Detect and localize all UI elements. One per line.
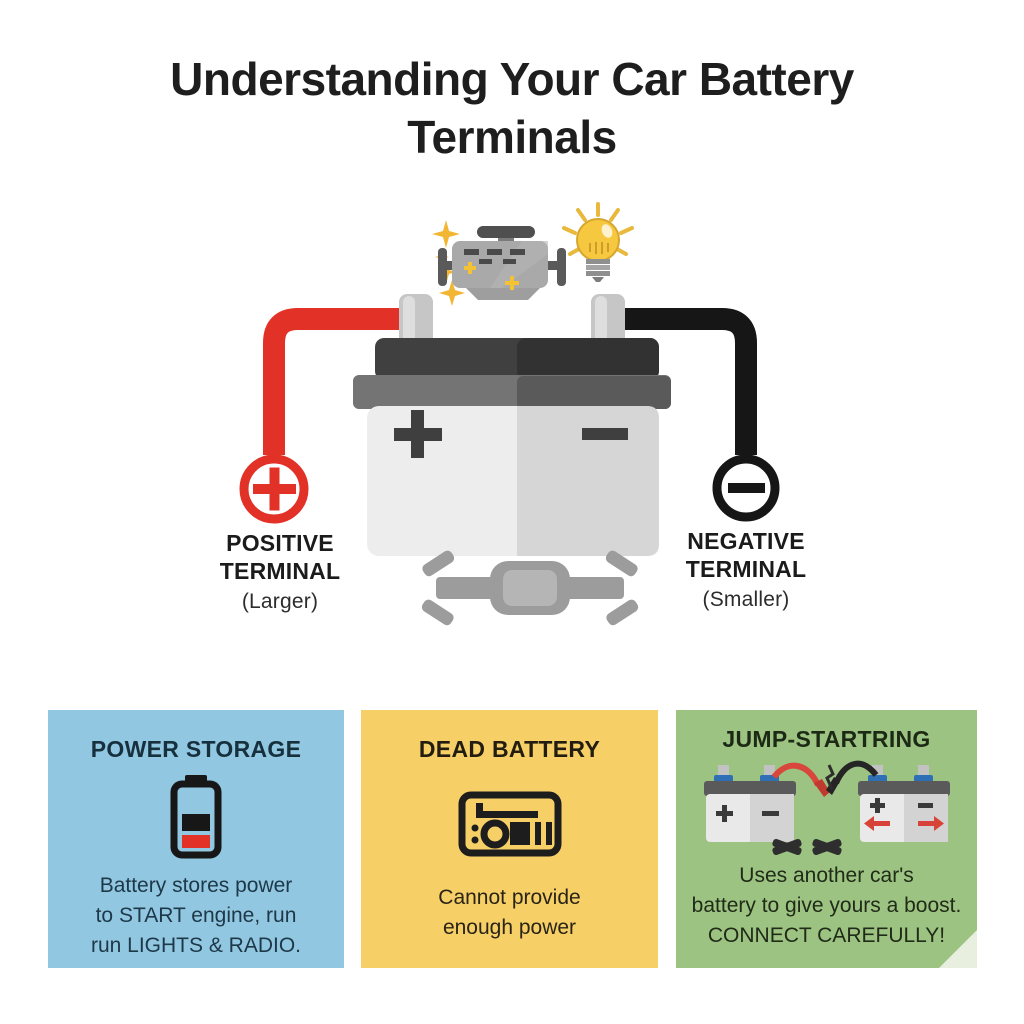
positive-cable	[263, 308, 418, 455]
label-line: NEGATIVE	[687, 528, 805, 554]
low-battery-icon	[48, 775, 344, 859]
card-text-line: battery to give yours a boost.	[691, 894, 962, 917]
positive-symbol-icon	[239, 454, 309, 524]
positive-terminal-label: POSITIVE TERMINAL (Larger)	[180, 529, 380, 616]
card-text-line: CONNECT CAREFULLY!	[707, 924, 946, 947]
battery-bracket-icon	[421, 550, 639, 626]
card-text-line: run LIGHTS & RADIO.	[90, 934, 302, 957]
card-text-line: enough power	[442, 916, 577, 939]
card-text: Uses another car's battery to give yours…	[676, 861, 977, 951]
card-title: JUMP-STARTRING	[722, 726, 931, 752]
label-sub: (Smaller)	[702, 588, 790, 611]
negative-terminal-label: NEGATIVE TERMINAL (Smaller)	[646, 527, 846, 614]
page-title-line2: Terminals	[407, 111, 617, 163]
label-line: TERMINAL	[685, 556, 807, 582]
jump-start-icon	[676, 759, 977, 859]
card-text-line: Cannot provide	[438, 886, 581, 909]
card-title: DEAD BATTERY	[418, 736, 601, 762]
card-text: Battery stores power to START engine, ru…	[48, 871, 344, 961]
car-radio-icon	[361, 791, 658, 857]
negative-symbol-icon	[712, 454, 780, 522]
battery-minus-marking	[582, 428, 628, 440]
card-text-line: to START engine, run	[95, 904, 297, 927]
page-title: Understanding Your Car Battery Terminals	[0, 50, 1024, 166]
power-storage-card: POWER STORAGE Battery stores power to ST…	[48, 710, 344, 968]
label-line: POSITIVE	[226, 530, 334, 556]
engine-icon	[438, 226, 566, 300]
label-sub: (Larger)	[241, 590, 319, 613]
jump-starting-card: JUMP-STARTRING	[676, 710, 977, 968]
card-title: POWER STORAGE	[90, 736, 302, 762]
car-battery	[353, 294, 671, 556]
page-title-line1: Understanding Your Car Battery	[170, 53, 854, 105]
card-text: Cannot provide enough power	[361, 883, 658, 943]
card-text-line: Battery stores power	[99, 874, 293, 897]
battery-diagram	[239, 202, 780, 626]
card-text-line: Uses another car's	[739, 864, 914, 887]
battery-plus-marking	[394, 410, 442, 458]
page-curl-decoration	[939, 930, 977, 968]
dead-battery-card: DEAD BATTERY Cannot provide enough power	[361, 710, 658, 968]
negative-cable	[606, 308, 757, 455]
label-line: TERMINAL	[219, 558, 341, 584]
lightbulb-icon	[562, 202, 634, 282]
